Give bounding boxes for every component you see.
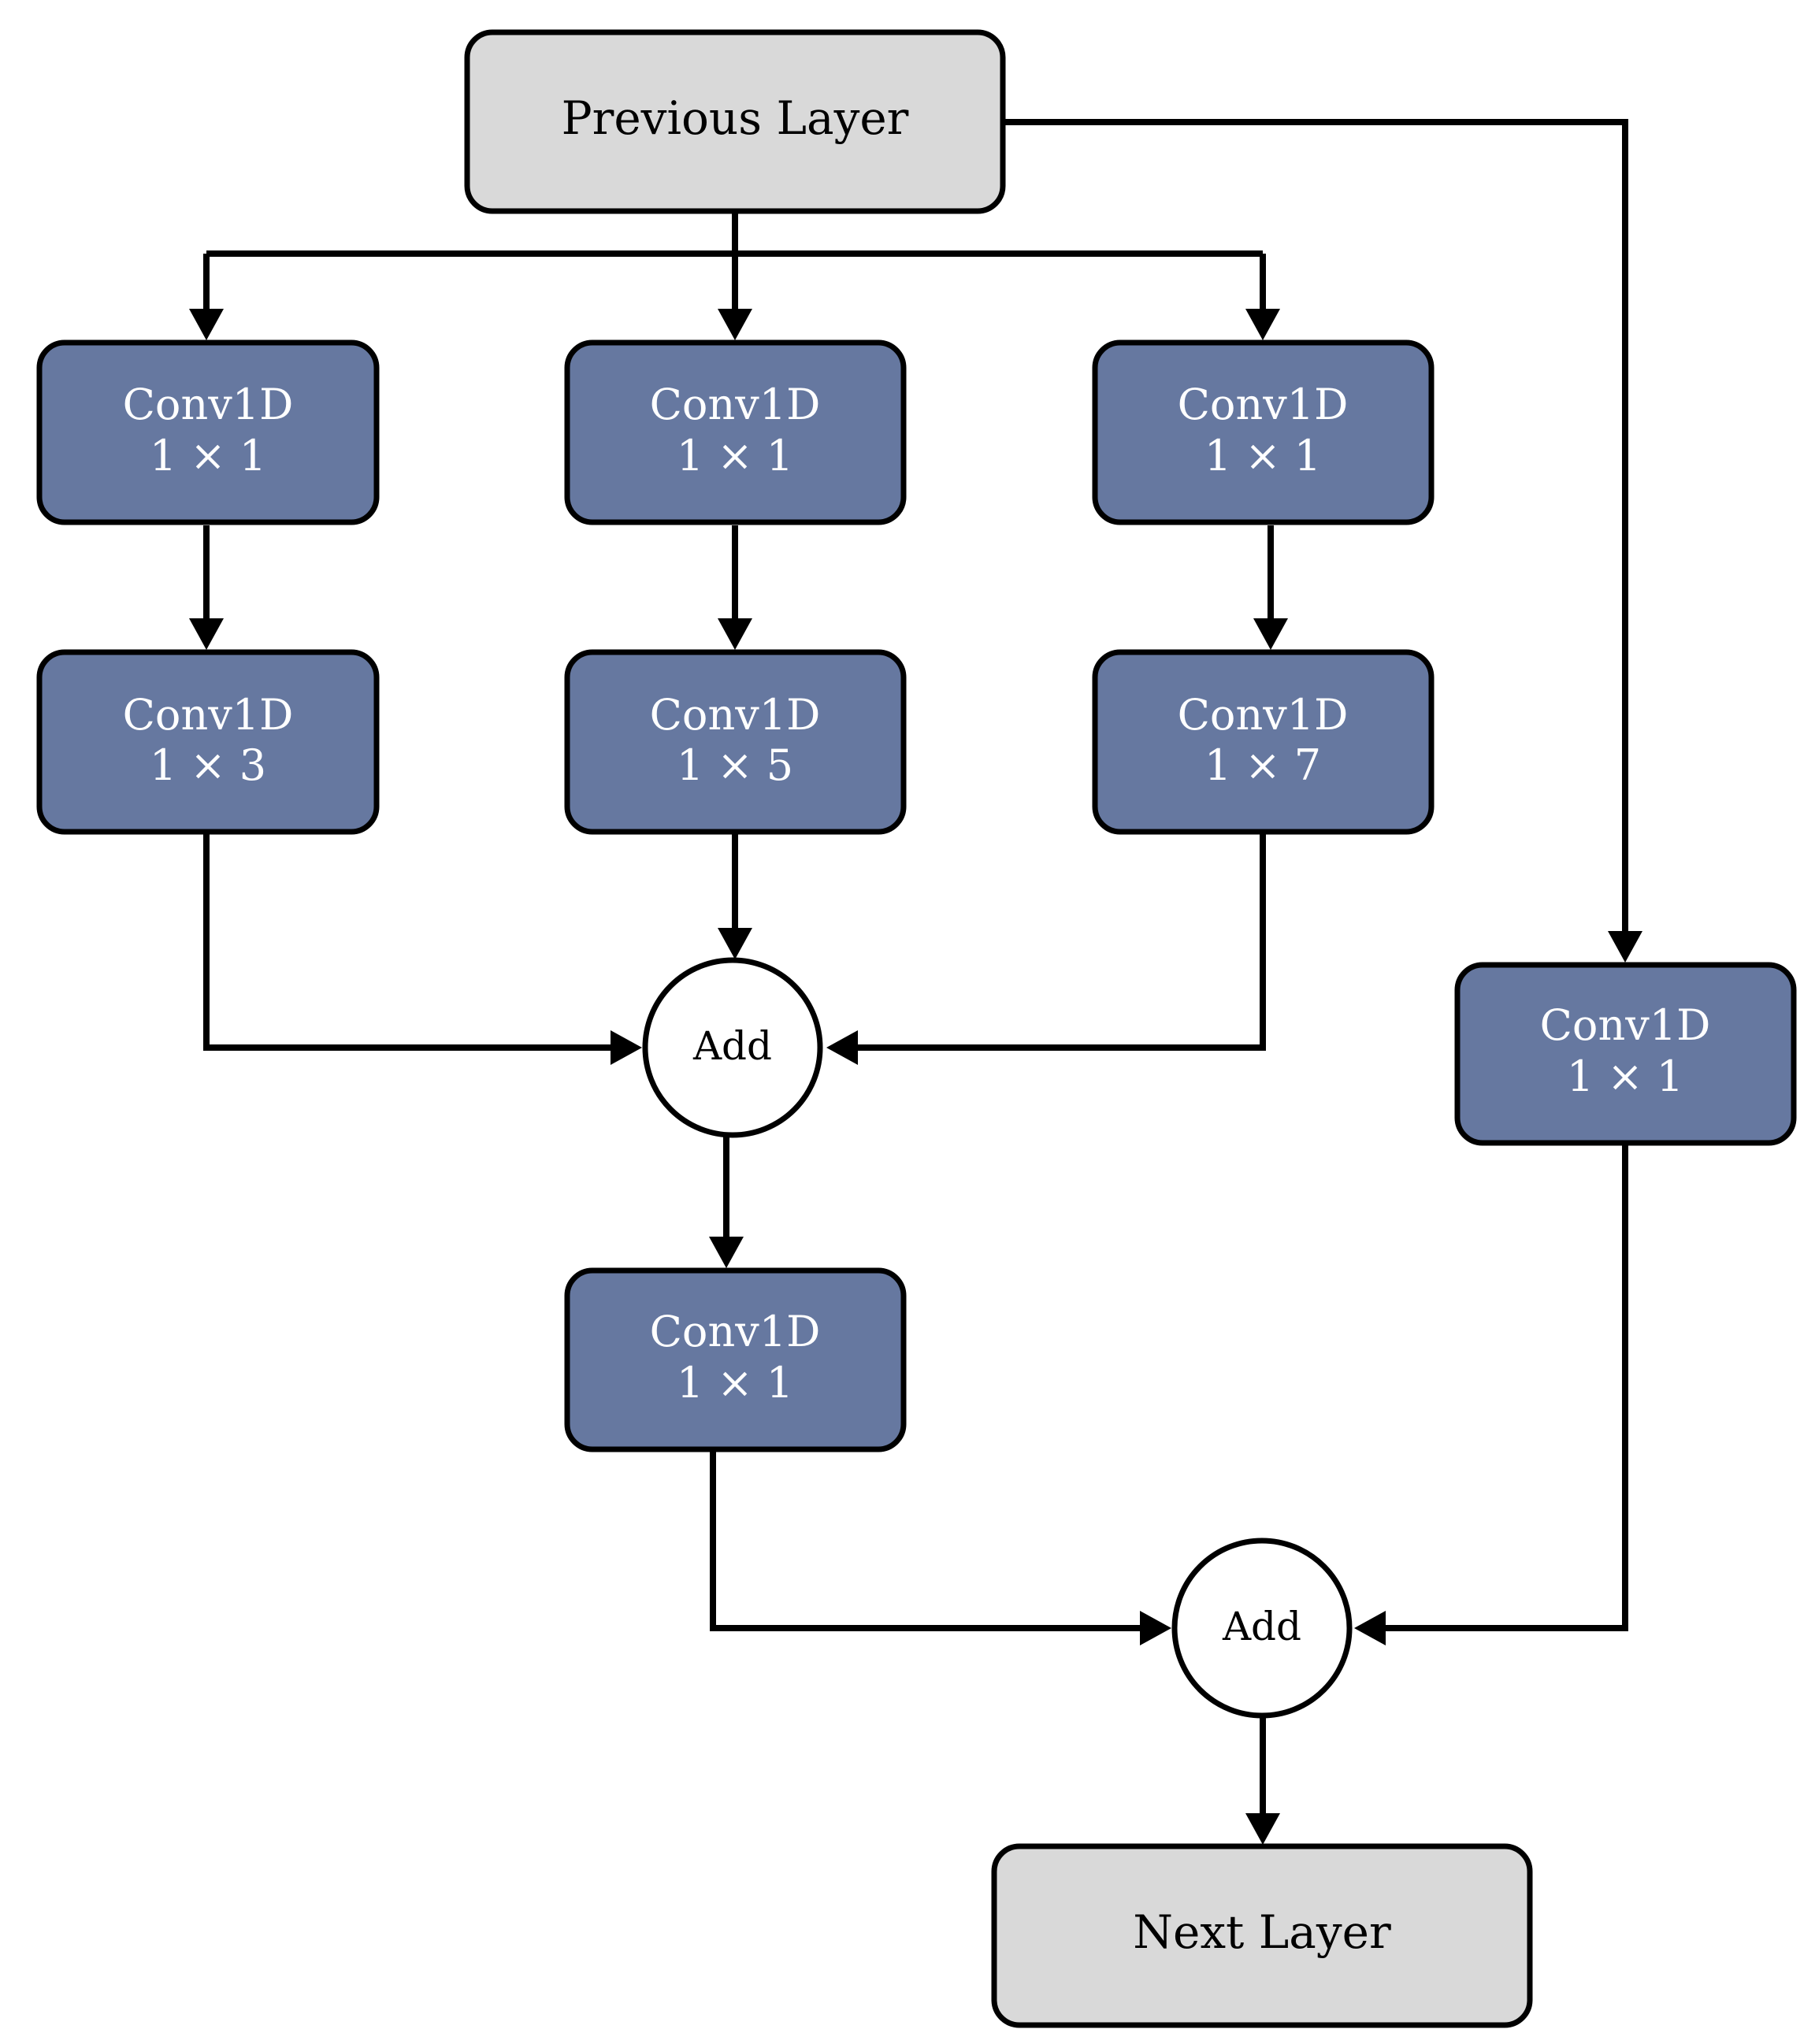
- next-layer-node: Next Layer: [991, 1843, 1533, 2028]
- conv-node-merge-1x1: Conv1D 1 × 1: [564, 1267, 907, 1452]
- arrowhead-conv-a3: [189, 618, 224, 650]
- arrowhead-conv-a1: [189, 309, 224, 340]
- conv-label-skip-1x1-kernel: 1 × 1: [1567, 1052, 1683, 1101]
- arrowhead-add2-right: [1354, 1611, 1386, 1645]
- conv-box-branch-c-1x7: [1092, 649, 1435, 835]
- arrowhead-add1-top: [718, 928, 752, 959]
- edges: [189, 119, 1642, 1845]
- conv-label-branch-c-1x1-kernel: 1 × 1: [1204, 431, 1321, 480]
- previous-layer-box: [464, 29, 1006, 214]
- arrowhead-add1-left: [611, 1030, 642, 1065]
- arrowhead-conv-merge: [709, 1237, 744, 1268]
- edge-prev-to-branch-bus: [206, 211, 1263, 257]
- conv-label-branch-a-1x3-kernel: 1 × 3: [150, 740, 266, 790]
- conv-label-merge-1x1-name: Conv1D: [650, 1307, 821, 1356]
- add-node-branches: Add: [642, 957, 823, 1138]
- conv-label-skip-1x1-name: Conv1D: [1540, 1000, 1711, 1050]
- conv-label-branch-b-1x1-name: Conv1D: [650, 380, 821, 429]
- arrowhead-conv-b1: [718, 309, 752, 340]
- add-circle-branches: [642, 957, 823, 1138]
- conv-node-branch-b-1x1: Conv1D 1 × 1: [564, 339, 907, 525]
- add-label-branches: Add: [692, 1023, 772, 1069]
- conv-label-branch-b-1x5-name: Conv1D: [650, 690, 821, 740]
- conv-box-branch-a-1x1: [36, 339, 380, 525]
- conv-label-branch-c-1x7-name: Conv1D: [1178, 690, 1349, 740]
- conv-label-merge-1x1-kernel: 1 × 1: [677, 1358, 793, 1408]
- conv-box-branch-c-1x1: [1092, 339, 1435, 525]
- arrowhead-conv-c1: [1245, 309, 1280, 340]
- arrowhead-conv-c7: [1253, 618, 1288, 650]
- edge-conv-a3-to-add1: [203, 833, 611, 1051]
- conv-box-branch-b-1x5: [564, 649, 907, 835]
- conv-box-merge-1x1: [564, 1267, 907, 1452]
- conv-label-branch-c-1x1-name: Conv1D: [1178, 380, 1349, 429]
- nodes: Previous Layer Conv1D 1 × 1 Conv1D 1 × 1…: [36, 29, 1797, 2028]
- arrowhead-conv-skip: [1608, 931, 1642, 963]
- edge-conv-skip-to-add2: [1386, 1142, 1628, 1631]
- conv-label-branch-a-1x3-name: Conv1D: [123, 690, 294, 740]
- edge-conv-merge-to-add2: [710, 1449, 1140, 1631]
- add-label-residual: Add: [1222, 1604, 1301, 1649]
- conv-box-branch-b-1x1: [564, 339, 907, 525]
- conv-node-branch-a-1x1: Conv1D 1 × 1: [36, 339, 380, 525]
- conv-label-branch-a-1x1-kernel: 1 × 1: [150, 431, 266, 480]
- conv-node-branch-a-1x3: Conv1D 1 × 3: [36, 649, 380, 835]
- conv-label-branch-a-1x1-name: Conv1D: [123, 380, 294, 429]
- conv-node-branch-c-1x7: Conv1D 1 × 7: [1092, 649, 1435, 835]
- previous-layer-node: Previous Layer: [464, 29, 1006, 214]
- conv-node-branch-c-1x1: Conv1D 1 × 1: [1092, 339, 1435, 525]
- add-circle-residual: [1171, 1538, 1353, 1719]
- add-node-residual: Add: [1171, 1538, 1353, 1719]
- next-layer-label: Next Layer: [1133, 1905, 1391, 1959]
- arrowhead-conv-b5: [718, 618, 752, 650]
- conv-label-branch-b-1x1-kernel: 1 × 1: [677, 431, 793, 480]
- edge-prev-to-conv-skip: [1003, 119, 1628, 931]
- arrowhead-add1-right: [826, 1030, 858, 1065]
- arrowhead-next-layer: [1245, 1813, 1280, 1845]
- edge-conv-c7-to-add1: [858, 833, 1266, 1051]
- conv-node-skip-1x1: Conv1D 1 × 1: [1454, 962, 1797, 1146]
- next-layer-box: [991, 1843, 1533, 2028]
- conv-node-branch-b-1x5: Conv1D 1 × 5: [564, 649, 907, 835]
- arrowhead-add2-left: [1140, 1611, 1171, 1645]
- conv-box-skip-1x1: [1454, 962, 1797, 1146]
- previous-layer-label: Previous Layer: [562, 91, 909, 145]
- conv-label-branch-b-1x5-kernel: 1 × 5: [677, 740, 793, 790]
- conv-label-branch-c-1x7-kernel: 1 × 7: [1204, 740, 1321, 790]
- conv-box-branch-a-1x3: [36, 649, 380, 835]
